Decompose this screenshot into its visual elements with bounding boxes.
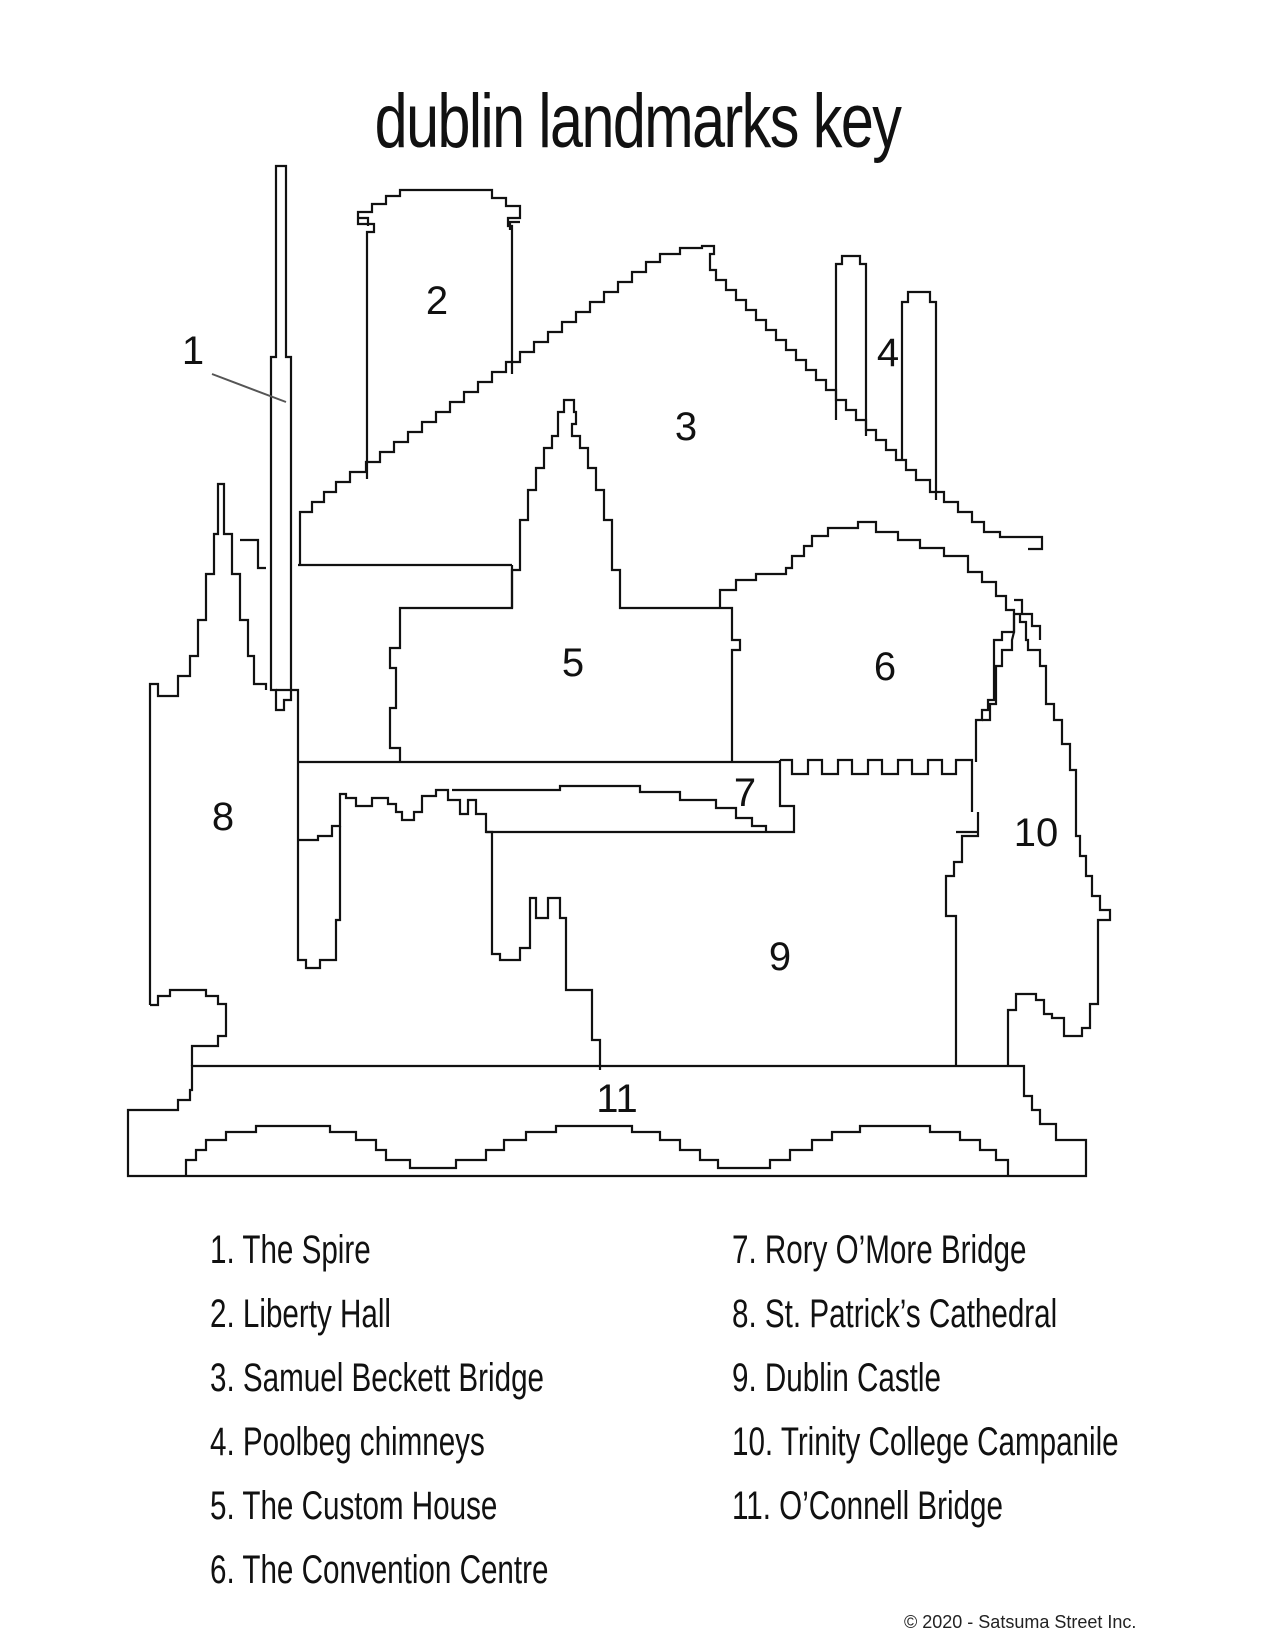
region-number-2: 2: [426, 279, 448, 323]
region-number-6: 6: [874, 645, 896, 689]
region-number-7: 7: [734, 771, 756, 815]
legend-right-column: 7. Rory O’More Bridge 8. St. Patrick’s C…: [732, 1218, 1254, 1538]
region-number-5: 5: [562, 641, 584, 685]
legend-item: 2. Liberty Hall: [210, 1282, 548, 1346]
region-convention-centre: [720, 522, 1040, 762]
legend-item: 9. Dublin Castle: [732, 1346, 1119, 1410]
convention-centre-outline: [720, 522, 1014, 762]
region-custom-house: [298, 400, 740, 762]
st-patricks-cathedral-outline: [150, 484, 340, 1005]
region-number-9: 9: [769, 935, 791, 979]
legend-item: 3. Samuel Beckett Bridge: [210, 1346, 548, 1410]
legend-item: 6. The Convention Centre: [210, 1538, 548, 1602]
copyright-notice: © 2020 - Satsuma Street Inc.: [904, 1612, 1136, 1633]
legend-item: 4. Poolbeg chimneys: [210, 1410, 548, 1474]
oconnell-bridge-left-end: [150, 990, 226, 1066]
legend-item: 10. Trinity College Campanile: [732, 1410, 1119, 1474]
legend-left-column: 1. The Spire 2. Liberty Hall 3. Samuel B…: [210, 1218, 667, 1602]
region-the-spire: [212, 166, 291, 710]
region-st-patricks-cathedral: [150, 484, 340, 1005]
rory-omore-bridge-outline: [297, 760, 794, 832]
dublin-castle-tower-wall: [946, 812, 978, 1066]
region-dublin-castle: [298, 760, 978, 1070]
legend-item: 7. Rory O’More Bridge: [732, 1218, 1119, 1282]
region-number-3: 3: [675, 405, 697, 449]
custom-house-outline: [390, 400, 740, 762]
dublin-castle-battlements: [780, 760, 972, 812]
rory-omore-bridge-arch: [452, 786, 766, 832]
liberty-hall-outline: [358, 190, 520, 479]
region-number-8: 8: [212, 795, 234, 839]
legend-item: 11. O’Connell Bridge: [732, 1474, 1119, 1538]
legend-item: 1. The Spire: [210, 1218, 548, 1282]
legend-item: 5. The Custom House: [210, 1474, 548, 1538]
custom-house-annex: [298, 545, 512, 608]
region-rory-omore-bridge: [297, 760, 794, 832]
legend-item: 8. St. Patrick’s Cathedral: [732, 1282, 1119, 1346]
spire-leader-line: [212, 374, 286, 402]
region-liberty-hall: [358, 190, 520, 479]
spire-outline: [271, 166, 291, 710]
region-number-10: 10: [1014, 811, 1059, 855]
region-poolbeg-chimneys: [836, 256, 936, 500]
region-number-4: 4: [877, 331, 899, 375]
st-patricks-cathedral-wing: [240, 540, 266, 568]
liberty-hall-parapet: [358, 218, 520, 230]
region-number-11: 11: [596, 1077, 638, 1121]
region-number-labels: 1 2 3 4 5 6 7 8 9 10 11: [182, 279, 1058, 1121]
region-number-1: 1: [182, 329, 204, 373]
oconnell-bridge-arches: [186, 1126, 1008, 1176]
